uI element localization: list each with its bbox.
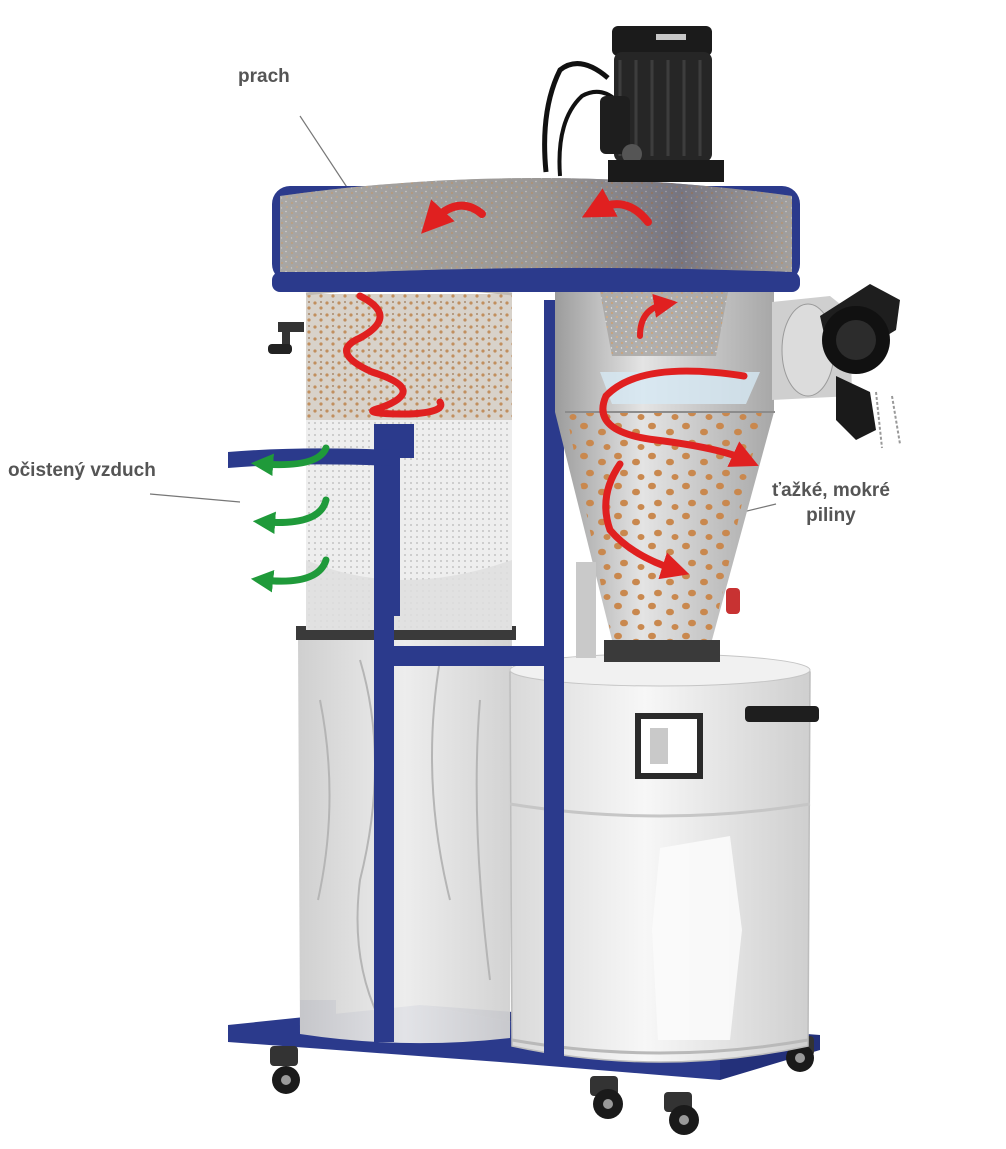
collection-bag [296, 626, 516, 1044]
label-heavy-line1: ťažké, mokré [772, 480, 890, 501]
support-frame [228, 300, 564, 1060]
collection-drum [509, 653, 819, 1063]
crank-handle[interactable] [268, 322, 304, 354]
label-heavy-line2: piliny [806, 505, 856, 526]
label-heavy-wet-sawdust: ťažké, mokré piliny [772, 478, 890, 528]
label-clean-air: očistený vzduch [8, 460, 156, 481]
filter-canister [305, 286, 513, 630]
leader-line-clean-air [149, 493, 241, 503]
cyclone-separator [555, 276, 775, 662]
intake-inlet [772, 284, 901, 449]
drum-handle[interactable] [745, 706, 819, 722]
drum-window [635, 713, 703, 779]
top-impeller-ring [272, 178, 800, 292]
red-spiral-arrow-icon [343, 188, 759, 580]
label-dust: prach [238, 66, 290, 87]
motor [542, 26, 724, 182]
green-curved-arrow-icon [250, 444, 330, 593]
